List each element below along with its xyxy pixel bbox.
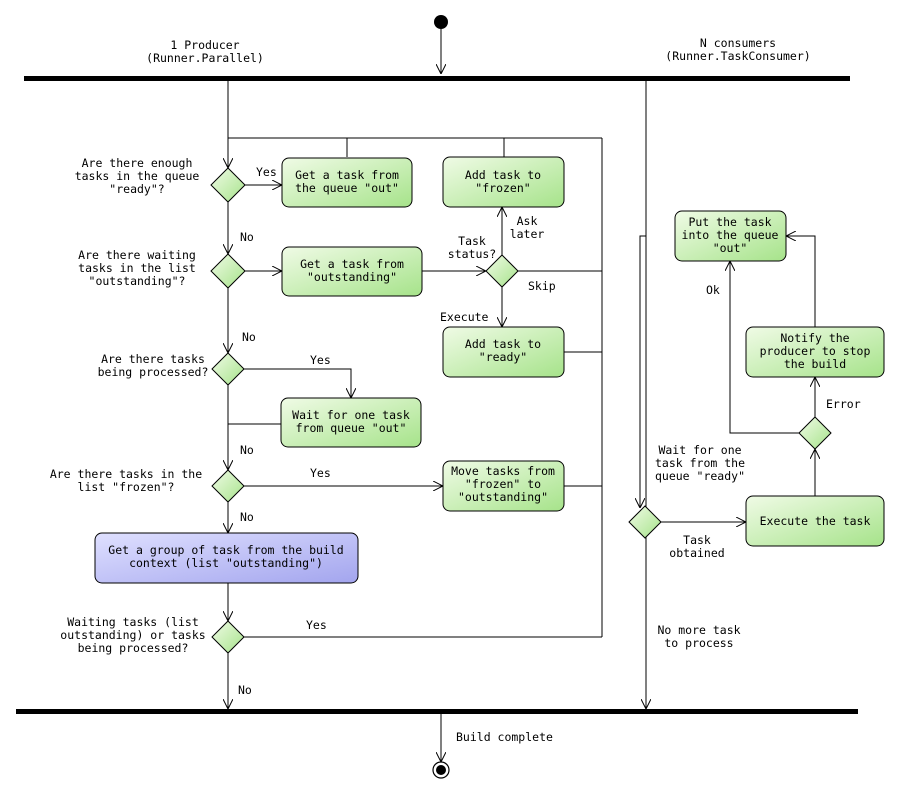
decision-waiting-outstanding (210, 253, 246, 289)
producer-title: 1 Producer (170, 38, 239, 52)
question-waiting-or-processed-2: outstanding) or tasks (60, 628, 205, 642)
activity-move-tasks-1: Move tasks from (451, 464, 555, 478)
activity-move-tasks-3: "outstanding" (458, 490, 548, 504)
decision-enough-ready (210, 167, 246, 203)
fork-bar (24, 76, 850, 81)
decision-waiting-or-processed (211, 620, 245, 654)
join-bar (16, 709, 858, 714)
question-enough-ready-3: "ready"? (109, 182, 164, 196)
activity-get-task-outstanding-2: "outstanding" (307, 270, 397, 284)
label-task-status-1: Task (458, 234, 486, 248)
label-error: Error (826, 397, 861, 411)
label-wait-ready-3: queue "ready" (655, 469, 745, 483)
question-enough-ready-2: tasks in the queue (75, 169, 200, 183)
activity-put-task-out-1: Put the task (688, 215, 771, 229)
decision-error (798, 416, 832, 450)
question-in-frozen-2: list "frozen"? (78, 480, 175, 494)
label-no-3: No (240, 443, 254, 457)
activity-get-task-outstanding-1: Get a task from (300, 257, 404, 271)
question-waiting-or-processed-3: being processed? (78, 641, 189, 655)
activity-add-frozen-2: "frozen" (475, 181, 530, 195)
activity-put-task-out-2: into the queue (682, 228, 779, 242)
activity-wait-one-task (280, 397, 422, 448)
question-waiting-outstanding-1: Are there waiting (78, 248, 196, 262)
label-ask-later-2: later (510, 227, 545, 241)
question-being-processed-2: being processed? (98, 365, 209, 379)
activity-add-ready-2: "ready" (479, 350, 527, 364)
activity-notify-producer-1: Notify the (780, 331, 849, 345)
label-yes-1: Yes (256, 165, 277, 179)
activity-move-tasks-2: "frozen" to (465, 477, 541, 491)
question-waiting-or-processed-1: Waiting tasks (list (67, 615, 199, 629)
label-yes-3: Yes (310, 466, 331, 480)
consumers-subtitle: (Runner.TaskConsumer) (665, 49, 810, 63)
label-no-4: No (240, 510, 254, 524)
activity-wait-one-task-2: from queue "out" (296, 421, 407, 435)
initial-node (434, 15, 448, 29)
question-enough-ready-1: Are there enough (82, 156, 193, 170)
producer-subtitle: (Runner.Parallel) (146, 51, 264, 65)
activity-add-frozen-1: Add task to (465, 168, 541, 182)
label-ok: Ok (706, 283, 720, 297)
activity-add-ready-1: Add task to (465, 337, 541, 351)
activity-notify-producer-3: the build (784, 357, 846, 371)
label-wait-ready-1: Wait for one (658, 443, 741, 457)
consumers-title: N consumers (700, 36, 776, 50)
decision-in-frozen (211, 469, 245, 503)
activity-wait-one-task-1: Wait for one task (292, 408, 410, 422)
label-task-status-2: status? (448, 247, 496, 261)
question-being-processed-1: Are there tasks (101, 352, 205, 366)
activity-get-task-out (281, 157, 413, 208)
label-no-more-task-1: No more task (657, 623, 740, 637)
label-yes-4: Yes (306, 618, 327, 632)
activity-put-task-out (674, 210, 787, 262)
decision-being-processed (211, 352, 245, 386)
activity-get-group (94, 532, 359, 584)
decision-task-obtained (628, 505, 662, 539)
activity-execute-task-1: Execute the task (760, 514, 871, 528)
label-no-more-task-2: to process (664, 636, 733, 650)
label-task-obtained-2: obtained (669, 546, 724, 560)
label-skip: Skip (528, 279, 556, 293)
activity-get-task-out-2: the queue "out" (295, 181, 399, 195)
question-in-frozen-1: Are there tasks in the (50, 467, 202, 481)
activity-get-group-1: Get a group of task from the build (108, 543, 343, 557)
question-waiting-outstanding-3: "outstanding"? (89, 274, 186, 288)
activity-get-group-2: context (list "outstanding") (129, 556, 323, 570)
label-no-5: No (238, 683, 252, 697)
label-no-1: No (240, 230, 254, 244)
label-build-complete: Build complete (456, 730, 553, 744)
activity-put-task-out-3: "out" (713, 241, 748, 255)
label-execute: Execute (440, 310, 489, 324)
activity-get-task-out-1: Get a task from (295, 168, 399, 182)
label-ask-later-1: Ask (517, 214, 538, 228)
label-wait-ready-2: task from the (655, 456, 745, 470)
activity-notify-producer-2: producer to stop (760, 344, 871, 358)
label-no-2: No (242, 330, 256, 344)
label-yes-2: Yes (310, 353, 331, 367)
activity-add-frozen (442, 156, 565, 208)
question-waiting-outstanding-2: tasks in the list (78, 261, 196, 275)
label-task-obtained-1: Task (683, 533, 711, 547)
final-node (432, 761, 450, 779)
